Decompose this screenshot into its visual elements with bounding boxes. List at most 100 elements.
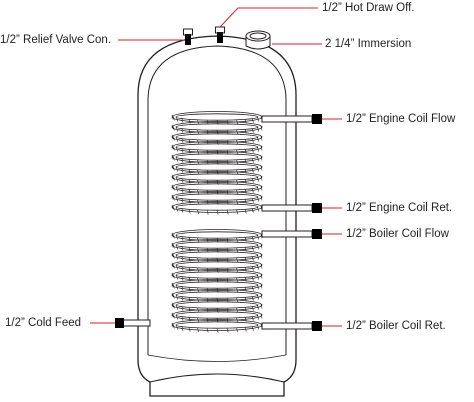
label-boiler-coil-flow: 1/2” Boiler Coil Flow bbox=[346, 228, 449, 240]
boiler-coil-rib bbox=[172, 253, 175, 259]
boiler-coil-rib bbox=[172, 273, 175, 279]
boiler-coil-loop-inner bbox=[175, 281, 259, 289]
boiler-coil-loop-inner bbox=[175, 251, 259, 259]
boiler-coil bbox=[171, 229, 263, 333]
boiler-coil-rib bbox=[251, 326, 254, 331]
boiler-coil-rib bbox=[176, 305, 178, 310]
boiler-coil-rib bbox=[257, 265, 260, 270]
engine-coil-rib bbox=[181, 208, 184, 213]
engine-coil-rib bbox=[260, 125, 263, 131]
boiler-coil-rib bbox=[257, 315, 260, 320]
engine-coil-ret-fitting bbox=[312, 203, 322, 213]
engine-coil-rib bbox=[244, 209, 247, 214]
boiler-coil-rib bbox=[236, 327, 239, 333]
label-relief-valve: 1/2” Relief Valve Con. bbox=[0, 34, 112, 46]
engine-coil bbox=[171, 111, 263, 215]
engine-coil-rib bbox=[251, 138, 254, 143]
boiler-coil-rib bbox=[171, 282, 174, 288]
engine-coil-loop bbox=[171, 181, 263, 193]
label-boiler-coil-ret: 1/2” Boiler Coil Ret. bbox=[346, 320, 446, 332]
engine-coil-flow-fitting bbox=[312, 114, 322, 124]
boiler-coil-rib bbox=[257, 235, 260, 240]
coil-pipes bbox=[121, 115, 313, 330]
boiler-coil-rib bbox=[197, 327, 199, 333]
boiler-coil-rib bbox=[257, 305, 260, 310]
engine-coil-rib bbox=[257, 137, 260, 142]
engine-coil-rib bbox=[176, 147, 178, 152]
boiler-coil-rib bbox=[251, 266, 254, 271]
boiler-coil-rib bbox=[172, 313, 175, 319]
engine-coil-loop bbox=[171, 191, 263, 203]
engine-coil-loop bbox=[171, 151, 263, 163]
engine-coil-loop-inner bbox=[175, 153, 259, 161]
engine-coil-rib bbox=[181, 138, 184, 143]
engine-coil-rib bbox=[172, 205, 175, 211]
engine-coil-rib bbox=[172, 145, 175, 151]
engine-coil-rib bbox=[172, 175, 175, 181]
boiler-coil-rib bbox=[251, 316, 254, 321]
boiler-coil-rib bbox=[251, 306, 254, 311]
engine-coil-loop bbox=[171, 161, 263, 173]
label-cold-feed: 1/2” Cold Feed bbox=[5, 317, 82, 329]
engine-coil-loop-inner bbox=[175, 143, 259, 151]
engine-coil-rib bbox=[257, 147, 260, 152]
tank-body bbox=[137, 35, 297, 397]
boiler-coil-rib bbox=[181, 286, 184, 291]
boiler-coil-loop bbox=[171, 289, 263, 301]
engine-coil-rib bbox=[172, 165, 175, 171]
boiler-coil-rib bbox=[188, 327, 191, 332]
immersion-boss bbox=[245, 30, 271, 50]
boiler-coil-loop bbox=[171, 269, 263, 281]
boiler-coil-rib bbox=[257, 245, 260, 250]
boiler-coil-rib bbox=[171, 242, 174, 248]
engine-coil-rib bbox=[171, 194, 174, 200]
engine-coil-rib bbox=[181, 158, 184, 163]
engine-coil-rib bbox=[260, 175, 263, 181]
boiler-coil-rib bbox=[206, 328, 209, 333]
boiler-coil-rib bbox=[181, 306, 184, 311]
boiler-coil-loop-inner bbox=[175, 321, 259, 329]
engine-coil-rib bbox=[176, 157, 178, 162]
engine-coil-loop-inner bbox=[175, 123, 259, 131]
engine-coil-rib bbox=[251, 148, 254, 153]
engine-coil-rib bbox=[172, 195, 175, 201]
boiler-coil-rib bbox=[171, 232, 174, 238]
engine-coil-rib bbox=[172, 185, 175, 191]
engine-coil-loop-inner bbox=[175, 183, 259, 191]
label-hot-draw-off: 1/2” Hot Draw Off. bbox=[322, 2, 415, 14]
engine-coil-rib bbox=[171, 114, 174, 120]
engine-coil-rib bbox=[176, 117, 178, 122]
boiler-coil-loop bbox=[171, 279, 263, 291]
boiler-coil-loop-inner bbox=[175, 291, 259, 299]
engine-coil-rib bbox=[251, 178, 254, 183]
leader-hot-draw-off bbox=[219, 7, 318, 28]
engine-coil-rib bbox=[226, 210, 229, 215]
engine-coil-loop bbox=[171, 171, 263, 183]
engine-coil-loop bbox=[171, 141, 263, 153]
engine-coil-rib bbox=[171, 134, 174, 140]
boiler-coil-rib bbox=[260, 243, 263, 249]
boiler-coil-rib bbox=[172, 283, 175, 289]
engine-coil-rib bbox=[176, 187, 178, 192]
engine-coil-rib bbox=[172, 115, 175, 121]
boiler-coil-rib bbox=[181, 266, 184, 271]
engine-coil-rib bbox=[171, 174, 174, 180]
boiler-coil-rib bbox=[257, 255, 260, 260]
engine-coil-rib bbox=[257, 197, 260, 202]
engine-coil-rib bbox=[176, 197, 178, 202]
boiler-coil-rib bbox=[260, 293, 263, 299]
boiler-coil-flow-fitting bbox=[312, 229, 322, 239]
engine-coil-rib bbox=[206, 210, 209, 215]
boiler-coil-rib bbox=[251, 236, 254, 241]
boiler-coil-rib bbox=[260, 233, 263, 239]
boiler-coil-rib bbox=[251, 296, 254, 301]
side-fittings bbox=[115, 114, 322, 331]
boiler-coil-rib bbox=[260, 313, 263, 319]
engine-coil-loop-inner bbox=[175, 113, 259, 121]
engine-coil-loop-inner bbox=[175, 133, 259, 141]
boiler-coil-rib bbox=[260, 253, 263, 259]
engine-coil-rib bbox=[171, 184, 174, 190]
boiler-coil-rib bbox=[181, 236, 184, 241]
engine-coil-rib bbox=[251, 168, 254, 173]
boiler-coil-loop-inner bbox=[175, 231, 259, 239]
